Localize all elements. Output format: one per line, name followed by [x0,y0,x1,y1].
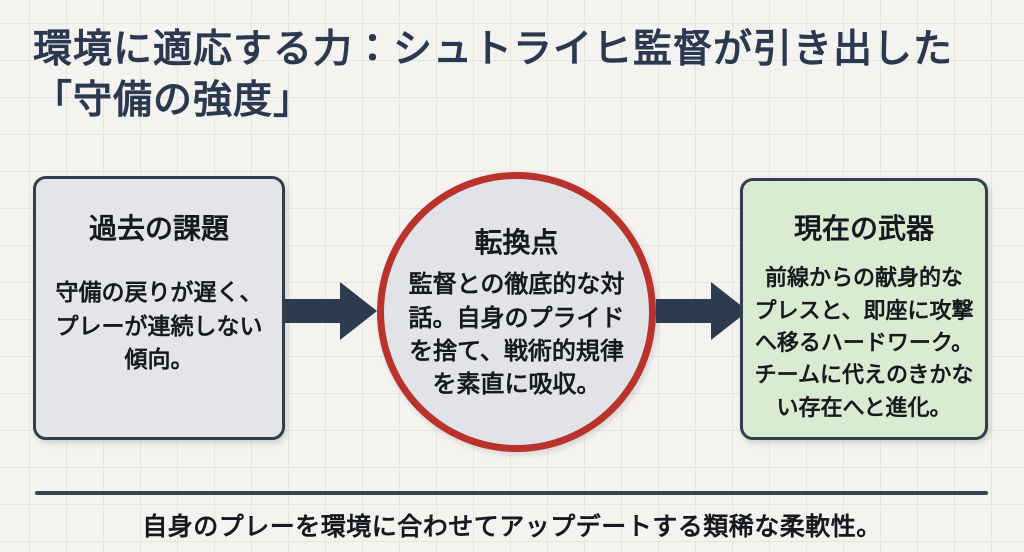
node-past-challenge-body: 守備の戻りが遅く、 プレーが連続しない 傾向。 [55,280,263,374]
node-current-weapon-title: 現在の武器 [793,212,934,245]
footer-divider [35,491,988,495]
node-current-weapon-body: 前線からの献身的な プレスと、即座に攻撃 へ移るハードワーク。 チームに代えのき… [754,266,974,421]
node-past-challenge-title: 過去の課題 [88,212,229,245]
arrow-right-shape [285,282,377,340]
arrow-right-icon [656,282,748,340]
page-title: 環境に適応する力：シュトライヒ監督が引き出した 「守備の強度」 [33,24,993,127]
arrow-right-shape [656,282,748,340]
arrow-right-icon [285,282,377,340]
node-current-weapon-box: 現在の武器 前線からの献身的な プレスと、即座に攻撃 へ移るハードワーク。 チー… [740,178,988,440]
node-turning-point-title: 転換点 [474,226,559,259]
page-title-line-2: 「守備の強度」 [33,78,314,124]
page-title-line-1: 環境に適応する力：シュトライヒ監督が引き出した [33,27,954,72]
node-turning-point-body: 監督との徹底的な対 話。自身のプライド を捨て、戦術的規律 を素直に吸収。 [408,270,625,398]
node-turning-point-circle: 転換点 監督との徹底的な対 話。自身のプライド を捨て、戦術的規律 を素直に吸収… [377,172,656,452]
footer-summary-text: 自身のプレーを環境に合わせてアップデートする類稀な柔軟性。 [142,512,882,541]
node-past-challenge-box: 過去の課題 守備の戻りが遅く、 プレーが連続しない 傾向。 [33,176,285,440]
